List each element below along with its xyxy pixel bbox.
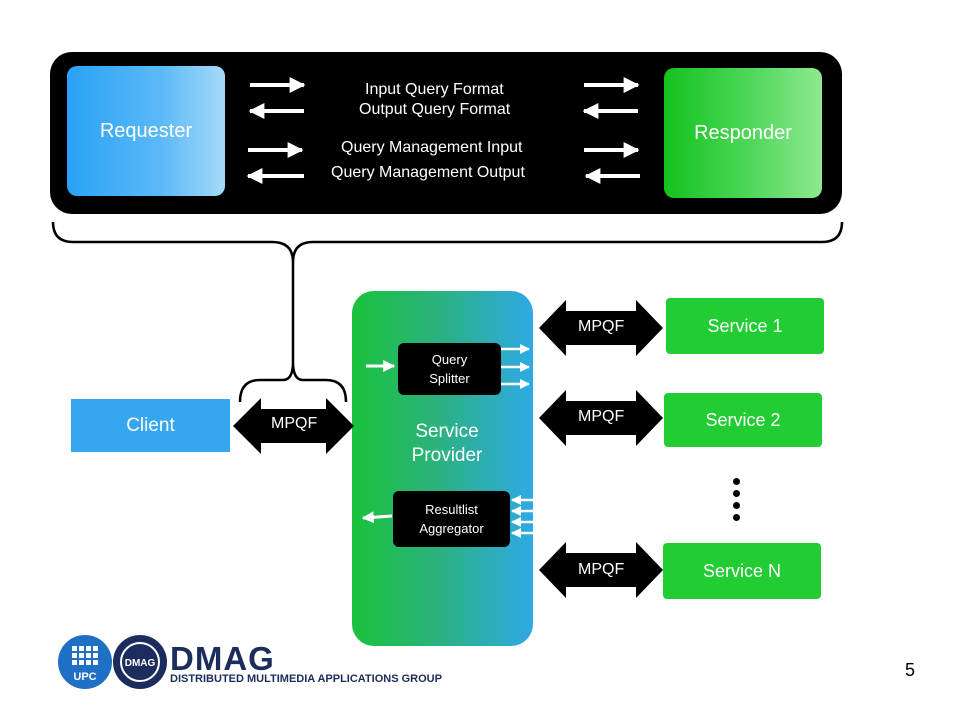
service-1-label: Service 1 bbox=[707, 315, 783, 336]
client-box: Client bbox=[71, 399, 230, 452]
service-n-box: Service N bbox=[663, 543, 821, 599]
ellipsis-dot bbox=[733, 502, 740, 509]
responder-label: Responder bbox=[694, 121, 792, 144]
flow-input-query-format: Input Query Format bbox=[365, 81, 504, 98]
requester-label: Requester bbox=[99, 119, 193, 142]
dmag-badge-ring bbox=[120, 642, 160, 682]
mpqf-connector-service-n bbox=[539, 542, 663, 598]
mpqf-connector-service-2 bbox=[539, 390, 663, 446]
dmag-logo-subtitle: DISTRIBUTED MULTIMEDIA APPLICATIONS GROU… bbox=[170, 673, 442, 685]
upc-logo-text: UPC bbox=[73, 671, 96, 683]
service-2-label: Service 2 bbox=[705, 409, 781, 430]
mpqf-label-client: MPQF bbox=[271, 415, 318, 432]
arrow-left-icon bbox=[361, 511, 393, 524]
service-n-label: Service N bbox=[702, 560, 782, 581]
responder-box: Responder bbox=[664, 68, 822, 198]
mpqf-label-service-n: MPQF bbox=[578, 561, 625, 578]
query-splitter-box: Query Splitter bbox=[398, 343, 501, 395]
ellipsis-dot bbox=[733, 514, 740, 521]
page-number: 5 bbox=[905, 660, 916, 680]
ellipsis-dot bbox=[733, 478, 740, 485]
mpqf-connector-service-1 bbox=[539, 300, 663, 356]
client-label: Client bbox=[126, 414, 175, 436]
ellipsis-dot bbox=[733, 490, 740, 497]
upc-logo-dots bbox=[72, 646, 98, 665]
service-provider-label-line1: Service bbox=[415, 421, 479, 442]
top-brace bbox=[51, 221, 844, 362]
query-splitter-line1: Query bbox=[431, 352, 468, 367]
dmag-badge-text: DMAG bbox=[125, 658, 156, 669]
service-2-box: Service 2 bbox=[664, 393, 822, 447]
service-provider-label-line2: Provider bbox=[411, 445, 483, 466]
requester-box: Requester bbox=[67, 66, 225, 196]
flow-query-management-input: Query Management Input bbox=[341, 139, 523, 156]
resultlist-aggregator-line1: Resultlist bbox=[425, 502, 478, 517]
mpqf-connector-client bbox=[233, 398, 354, 454]
query-splitter-line2: Splitter bbox=[429, 371, 470, 386]
upc-logo-circle bbox=[58, 635, 112, 689]
mpqf-label-service-2: MPQF bbox=[578, 408, 625, 425]
flow-output-query-format: Output Query Format bbox=[359, 101, 511, 118]
small-brace bbox=[238, 361, 348, 403]
service-provider-label: Service Provider bbox=[352, 420, 542, 468]
flow-query-management-output: Query Management Output bbox=[331, 164, 525, 181]
dmag-logo-title: DMAG bbox=[170, 640, 275, 677]
resultlist-aggregator-box: Resultlist Aggregator bbox=[393, 491, 510, 547]
resultlist-aggregator-line2: Aggregator bbox=[419, 521, 484, 536]
mpqf-label-service-1: MPQF bbox=[578, 318, 625, 335]
service-1-box: Service 1 bbox=[666, 298, 824, 354]
